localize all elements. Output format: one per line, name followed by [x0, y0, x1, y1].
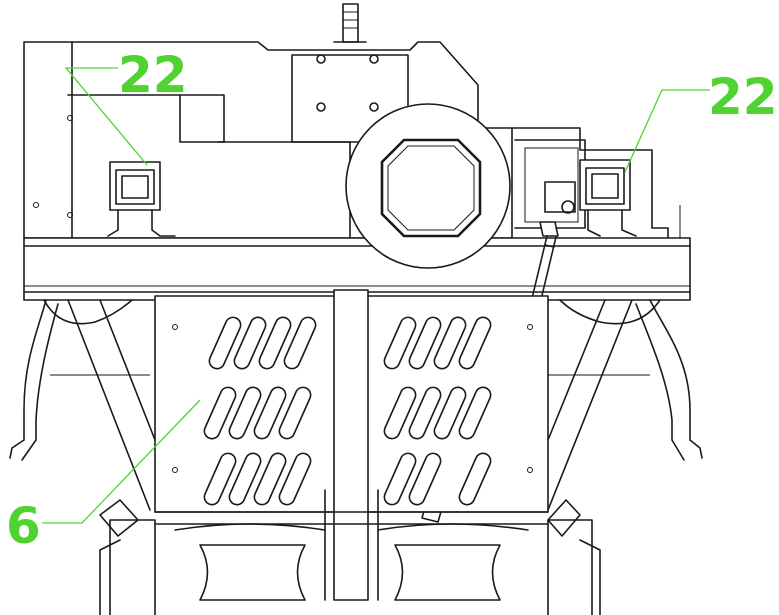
callout-22-right: 22	[624, 68, 778, 173]
callout-label: 22	[118, 46, 188, 104]
right-guard-arm	[547, 291, 703, 511]
guard-slots	[203, 316, 492, 506]
cross-beam	[23, 237, 691, 293]
left-guard-arm	[9, 291, 156, 511]
guard-panel	[154, 289, 549, 601]
right-bracket	[579, 159, 637, 237]
leader-line	[624, 89, 710, 173]
leader-line	[42, 399, 201, 524]
callout-label: 6	[6, 497, 41, 555]
detail-circle	[345, 103, 511, 269]
left-bracket	[107, 161, 176, 237]
leader-line	[64, 67, 148, 166]
callout-22-left: 22	[64, 46, 188, 166]
lower-assembly	[99, 489, 601, 615]
callout-label: 22	[708, 68, 778, 126]
top-shaft	[333, 3, 367, 43]
callout-6: 6	[6, 399, 201, 555]
